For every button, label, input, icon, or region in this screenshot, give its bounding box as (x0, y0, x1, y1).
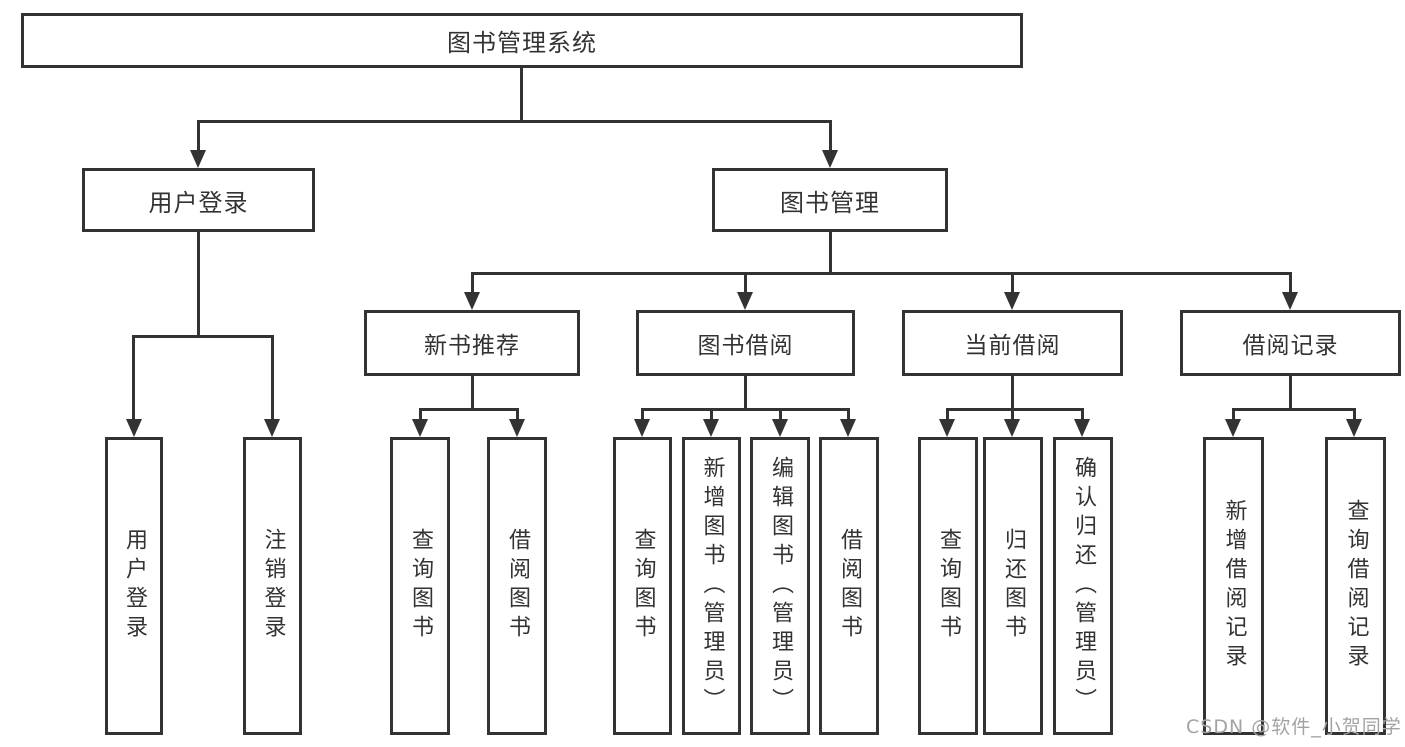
leaf-query-borrow-record-label: 查询借阅记录 (1343, 499, 1369, 673)
connector-line (829, 232, 832, 275)
leaf-add-borrow-record-label: 新增借阅记录 (1221, 499, 1247, 673)
leaf-confirm-return-admin-label: 确认归还（管理员） (1071, 455, 1096, 717)
arrow-down-icon (840, 419, 856, 437)
arrow-down-icon (509, 419, 525, 437)
node-book-management-label: 图书管理 (780, 188, 880, 217)
connector-line (197, 120, 832, 123)
leaf-query-book-recommend: 查询图书 (390, 437, 450, 735)
arrow-down-icon (1004, 292, 1020, 310)
node-root: 图书管理系统 (21, 13, 1023, 68)
leaf-query-book-current: 查询图书 (918, 437, 978, 735)
leaf-edit-book-admin-label: 编辑图书（管理员） (768, 455, 793, 717)
connector-line (1011, 376, 1014, 411)
connector-line (641, 408, 850, 411)
node-book-borrow: 图书借阅 (636, 310, 855, 376)
connector-line (847, 408, 850, 422)
arrow-down-icon (412, 419, 428, 437)
leaf-edit-book-admin: 编辑图书（管理员） (750, 437, 810, 735)
connector-line (1011, 408, 1014, 422)
leaf-query-book-borrow-label: 查询图书 (630, 528, 656, 644)
node-user-login-label: 用户登录 (148, 188, 249, 217)
connector-line (1232, 408, 1235, 422)
node-borrow-record-label: 借阅记录 (1242, 333, 1339, 359)
leaf-query-book-recommend-label: 查询图书 (408, 528, 433, 644)
connector-line (641, 408, 644, 422)
leaf-logout-label: 注销登录 (260, 528, 286, 644)
node-new-book-recommend: 新书推荐 (364, 310, 580, 376)
connector-line (516, 408, 519, 422)
connector-line (132, 335, 274, 338)
arrow-down-icon (703, 419, 719, 437)
node-new-book-recommend-label: 新书推荐 (424, 333, 520, 359)
leaf-borrow-book-recommend-label: 借阅图书 (505, 528, 530, 644)
leaf-add-book-admin: 新增图书（管理员） (682, 437, 741, 735)
connector-line (1011, 272, 1014, 295)
connector-line (946, 408, 1084, 411)
leaf-return-book-label: 归还图书 (1001, 528, 1026, 644)
arrow-down-icon (1004, 419, 1020, 437)
leaf-return-book: 归还图书 (983, 437, 1043, 735)
leaf-logout: 注销登录 (243, 437, 302, 735)
leaf-borrow-book: 借阅图书 (819, 437, 879, 735)
connector-line (744, 376, 747, 411)
connector-line (1289, 272, 1292, 295)
node-current-borrow-label: 当前借阅 (964, 333, 1061, 359)
arrow-down-icon (190, 150, 206, 168)
leaf-query-book-borrow: 查询图书 (613, 437, 672, 735)
leaf-user-login-label: 用户登录 (122, 528, 147, 644)
arrow-down-icon (1225, 419, 1241, 437)
leaf-query-borrow-record: 查询借阅记录 (1325, 437, 1386, 735)
connector-line (471, 272, 1291, 275)
node-borrow-record: 借阅记录 (1180, 310, 1401, 376)
leaf-confirm-return-admin: 确认归还（管理员） (1053, 437, 1113, 735)
connector-line (419, 408, 519, 411)
arrow-down-icon (939, 419, 955, 437)
connector-line (132, 335, 135, 421)
connector-line (710, 408, 713, 422)
connector-line (829, 120, 832, 153)
node-user-login: 用户登录 (82, 168, 315, 232)
arrow-down-icon (464, 292, 480, 310)
arrow-down-icon (126, 419, 142, 437)
csdn-watermark: CSDN @软件_小贺同学 (1186, 716, 1402, 738)
leaf-query-book-current-label: 查询图书 (936, 528, 961, 644)
connector-line (419, 408, 422, 422)
arrow-down-icon (737, 292, 753, 310)
node-root-label: 图书管理系统 (447, 29, 597, 57)
arrow-down-icon (1346, 419, 1362, 437)
leaf-user-login: 用户登录 (105, 437, 163, 735)
connector-line (1232, 408, 1356, 411)
connector-line (197, 232, 200, 338)
connector-line (946, 408, 949, 422)
node-book-borrow-label: 图书借阅 (697, 333, 794, 359)
connector-line (197, 120, 200, 153)
connector-line (744, 272, 747, 295)
arrow-down-icon (634, 419, 650, 437)
leaf-add-borrow-record: 新增借阅记录 (1203, 437, 1264, 735)
arrow-down-icon (1282, 292, 1298, 310)
arrow-down-icon (1074, 419, 1090, 437)
connector-line (471, 272, 474, 295)
connector-line (1081, 408, 1084, 422)
node-current-borrow: 当前借阅 (902, 310, 1123, 376)
connector-line (271, 335, 274, 421)
arrow-down-icon (772, 419, 788, 437)
leaf-borrow-book-label: 借阅图书 (837, 528, 862, 644)
node-book-management: 图书管理 (712, 168, 948, 232)
arrow-down-icon (264, 419, 280, 437)
connector-line (1289, 376, 1292, 411)
arrow-down-icon (822, 150, 838, 168)
leaf-borrow-book-recommend: 借阅图书 (487, 437, 547, 735)
connector-line (779, 408, 782, 422)
leaf-add-book-admin-label: 新增图书（管理员） (699, 455, 725, 717)
connector-line (1353, 408, 1356, 422)
connector-line (471, 376, 474, 411)
connector-line (520, 68, 523, 123)
